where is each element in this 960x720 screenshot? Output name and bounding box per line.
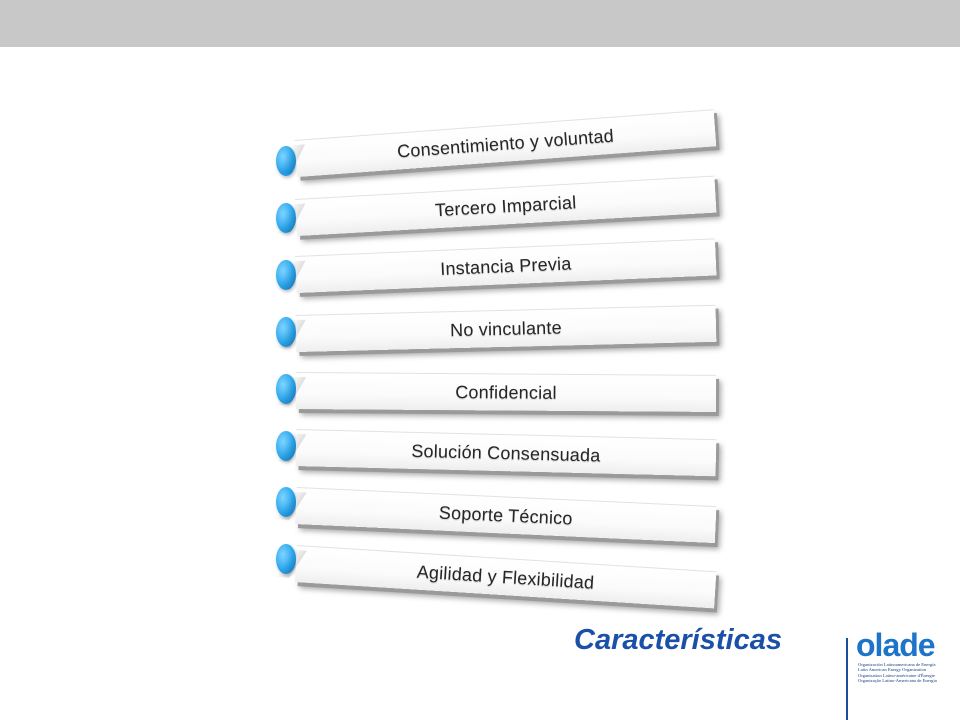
item-ribbon: Tercero Imparcial	[294, 175, 717, 236]
list-item: Instancia Previa	[272, 238, 722, 306]
list-item: Soporte Técnico	[272, 479, 722, 545]
logo-tagline-line: Organización Latinoamericana de Energía	[858, 662, 936, 667]
page-title: Características	[574, 624, 782, 656]
top-bar	[0, 0, 960, 47]
item-ribbon: Consentimiento y voluntad	[294, 109, 717, 177]
item-label: Agilidad y Flexibilidad	[416, 561, 595, 593]
item-ribbon: No vinculante	[295, 304, 717, 352]
logo-tagline-line: Latin American Energy Organization	[858, 667, 927, 673]
logo-tagline: Organización Latinoamericana de Energía …	[858, 662, 952, 684]
list-item: Confidencial	[272, 362, 722, 428]
item-ribbon: Instancia Previa	[295, 238, 717, 293]
list-item: Consentimiento y voluntad	[272, 109, 722, 184]
logo-tagline-line: Organisation Latino-américaine d'Énergie	[858, 672, 935, 678]
list-item: No vinculante	[272, 302, 722, 368]
olade-logo: olade Organización Latinoamericana de En…	[856, 628, 952, 690]
logo-wordmark: olade	[856, 627, 936, 663]
item-label: Tercero Imparcial	[434, 191, 577, 220]
item-label: Solución Consensuada	[411, 440, 601, 465]
item-label: No vinculante	[449, 317, 562, 340]
item-label: Soporte Técnico	[438, 502, 574, 529]
item-ribbon: Confidencial	[295, 372, 717, 412]
item-ribbon: Agilidad y Flexibilidad	[294, 545, 717, 609]
item-label: Instancia Previa	[439, 252, 572, 279]
list-item: Tercero Imparcial	[272, 175, 722, 245]
item-label: Consentimiento y voluntad	[396, 125, 615, 162]
list-item: Solución Consensuada	[272, 421, 722, 487]
logo-tagline-line: Organização Latino-Americana de Energia	[858, 678, 937, 684]
item-ribbon: Soporte Técnico	[295, 487, 717, 544]
item-ribbon: Solución Consensuada	[295, 429, 717, 477]
list-item: Agilidad y Flexibilidad	[272, 538, 722, 609]
item-label: Confidencial	[455, 381, 557, 403]
logo-divider	[846, 638, 848, 720]
